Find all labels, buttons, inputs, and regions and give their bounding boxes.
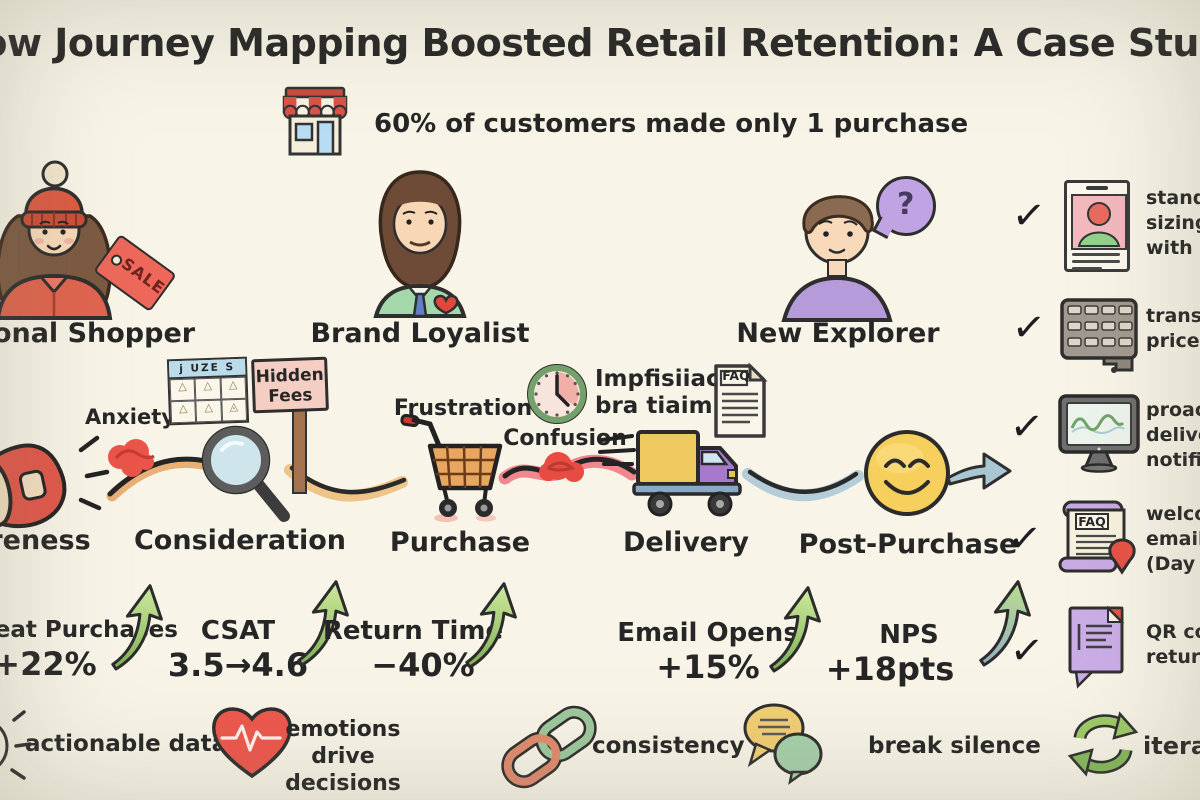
fix-line: return <box>1146 646 1200 668</box>
clock-icon <box>527 364 587 424</box>
stage-consideration: Consideration <box>133 525 347 556</box>
takeaway-consistency: consistency <box>592 733 745 759</box>
magnifier-icon <box>201 425 290 522</box>
fix-qr-returns: QR co return <box>1146 620 1200 670</box>
question-mark: ? <box>897 187 915 222</box>
journey-line <box>106 439 864 502</box>
fix-line: (Day 1 <box>1146 553 1200 575</box>
up-arrow-repeat-purchases <box>111 584 163 671</box>
qr-returns-doc-icon <box>1068 605 1125 689</box>
store-icon <box>282 86 348 156</box>
metric-nps-value: +18pts <box>825 650 955 688</box>
fix-line: email <box>1146 528 1200 550</box>
metric-return-time-value: −40% <box>371 646 475 684</box>
hidden-fees-line1: Hidden <box>255 364 325 388</box>
smiley-icon <box>864 430 950 516</box>
check-icon-5: ✓ <box>1007 626 1046 676</box>
emotion-impatience-line1: Impfisiiace <box>595 366 736 392</box>
size-chart-grid: △ △ △ △ △ ◬ <box>169 376 248 424</box>
fix-line: delive <box>1146 424 1200 446</box>
fix-line: notifi <box>1146 449 1200 471</box>
metric-repeat-purchases-value: +22% <box>0 645 97 683</box>
check-icon-1: ✓ <box>1009 191 1048 241</box>
up-arrow-nps <box>979 580 1031 667</box>
page-title: How Journey Mapping Boosted Retail Reten… <box>0 21 1200 65</box>
metric-csat-value: 3.5→4.6 <box>167 646 309 684</box>
metric-return-time-label: Return Time <box>322 616 504 646</box>
fix-line: welco <box>1146 503 1200 525</box>
persona-seasonal-shopper-illustration <box>0 160 113 320</box>
question-bubble: ? <box>872 176 936 239</box>
delivery-monitor-icon <box>1058 394 1140 473</box>
fix-line: proac <box>1146 399 1200 421</box>
up-arrow-csat <box>297 580 349 667</box>
metric-csat-label: CSAT <box>200 616 276 646</box>
metric-nps-label: NPS <box>879 620 939 650</box>
metric-email-opens-label: Email Opens <box>617 618 799 648</box>
cart-icon <box>400 413 503 522</box>
persona-name-brand-loyalist: Brand Loyalist <box>310 318 530 349</box>
emotion-impatience-line2: bra tiaim <box>595 393 713 419</box>
next-step-arrow-icon <box>946 452 1012 490</box>
chain-links-icon <box>501 705 597 789</box>
fix-welcome-email: welco email (Day 1 <box>1146 502 1200 577</box>
check-icon-3: ✓ <box>1007 402 1046 452</box>
takeaway-iterate: iterate <box>1143 732 1200 760</box>
persona-name-seasonal-shopper: Seasonal Shopper <box>0 318 196 349</box>
stage-awareness: Awareness <box>0 525 91 556</box>
takeaway-emotions-drive-decisions: emotions drive decisions <box>285 717 401 796</box>
heart-pulse-icon <box>212 707 292 779</box>
confusion-knot <box>539 452 584 482</box>
header-stat: 60% of customers made only 1 purchase <box>374 109 969 139</box>
faq-document-label: FAQ <box>722 368 750 383</box>
up-arrow-email-opens <box>769 586 821 673</box>
check-icon-2: ✓ <box>1009 303 1048 353</box>
fix-proactive-notifications: proac delive notifi <box>1146 398 1200 473</box>
welcome-faq-scroll-icon <box>1058 500 1136 575</box>
persona-name-new-explorer: New Explorer <box>736 318 940 349</box>
delivery-truck-icon <box>598 430 742 517</box>
stage-delivery: Delivery <box>622 527 750 558</box>
card-top-tab <box>1086 186 1108 190</box>
size-chart-icon: j UZE S △ △ △ △ △ ◬ <box>166 356 250 426</box>
price-calculator-icon <box>1060 298 1138 373</box>
fix-standard-sizing: stand sizing with b <box>1146 186 1200 261</box>
fix-line: with b <box>1146 237 1200 259</box>
size-guide-card-icon <box>1064 180 1130 272</box>
check-icon-4: ✓ <box>1005 514 1044 564</box>
card-photo <box>1071 194 1127 250</box>
emotion-impatience: Impfisiiace bra tiaim <box>595 366 735 420</box>
fix-line: stand <box>1146 187 1200 209</box>
speech-bubbles-icon <box>743 703 823 785</box>
fix-line: sizing <box>1146 212 1200 234</box>
fix-line: QR co <box>1146 621 1200 643</box>
takeaway-actionable-data: actionable data <box>25 731 228 757</box>
lightbulb-icon <box>0 710 32 780</box>
megaphone-icon <box>0 435 110 529</box>
stage-post-purchase: Post-Purchase <box>798 529 1018 560</box>
persona-brand-loyalist-illustration <box>373 170 467 318</box>
emotion-anxiety: Anxiety <box>85 405 175 429</box>
stage-purchase: Purchase <box>389 527 531 558</box>
refresh-cycle-icon <box>1067 711 1139 777</box>
fix-line: price <box>1146 330 1200 352</box>
up-arrow-return-time <box>465 582 517 669</box>
metric-email-opens-value: +15% <box>656 648 760 686</box>
faq-document-icon <box>714 362 768 438</box>
scroll-faq-label: FAQ <box>1078 514 1106 529</box>
takeaway-break-silence: break silence <box>868 733 1041 759</box>
persona-new-explorer-illustration <box>781 195 893 322</box>
